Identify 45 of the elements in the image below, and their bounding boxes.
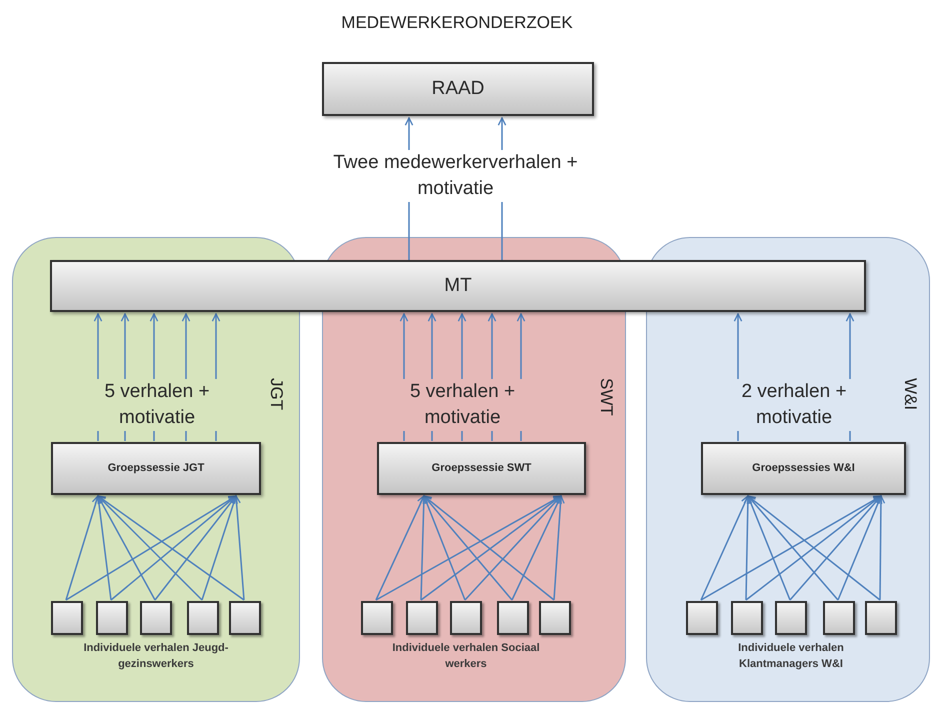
arrow xyxy=(876,495,886,600)
arrow xyxy=(464,495,562,600)
process-box: RAAD xyxy=(322,62,594,116)
story-box xyxy=(686,601,718,635)
process-box: Groepssessies W&I xyxy=(701,442,906,495)
arrow xyxy=(423,495,513,600)
group-label: JGT xyxy=(268,378,285,410)
arrow xyxy=(700,495,749,600)
process-box: Groepssessie JGT xyxy=(51,442,261,495)
arrow xyxy=(375,495,425,600)
edge-label: 5 verhalen + motivatie xyxy=(97,379,217,431)
arrow xyxy=(154,495,237,600)
group-label: SWT xyxy=(598,378,615,416)
story-box xyxy=(731,601,763,635)
group-description: Individuele verhalen Klantmanagers W&I xyxy=(737,641,845,672)
arrow xyxy=(789,495,882,600)
process-box: MT xyxy=(50,260,866,312)
story-box xyxy=(51,601,83,635)
story-box xyxy=(823,601,855,635)
story-box xyxy=(96,601,128,635)
story-box xyxy=(450,601,482,635)
arrow xyxy=(97,495,203,601)
arrow xyxy=(232,495,245,600)
group-description: Individuele verhalen Sociaal werkers xyxy=(391,641,541,672)
diagram-title: MEDEWERKERONDERZOEK xyxy=(340,12,574,34)
arrow xyxy=(65,495,100,600)
story-box xyxy=(497,601,529,635)
story-box xyxy=(406,601,438,635)
arrow xyxy=(746,495,791,600)
arrow xyxy=(553,495,565,600)
process-box: Groepssessie SWT xyxy=(377,442,586,495)
story-box xyxy=(865,601,897,635)
arrow xyxy=(97,495,156,600)
story-box xyxy=(361,601,393,635)
story-box xyxy=(539,601,571,635)
story-box xyxy=(229,601,261,635)
story-box xyxy=(775,601,807,635)
story-box xyxy=(140,601,172,635)
edge-label: 2 verhalen + motivatie xyxy=(734,379,854,431)
story-box xyxy=(187,601,219,635)
edge-label: 5 verhalen + motivatie xyxy=(402,379,522,431)
arrow xyxy=(747,495,839,600)
group-description: Individuele verhalen Jeugd- gezinswerkers xyxy=(82,641,230,672)
group-label: W&I xyxy=(902,378,919,410)
arrow xyxy=(66,495,237,601)
